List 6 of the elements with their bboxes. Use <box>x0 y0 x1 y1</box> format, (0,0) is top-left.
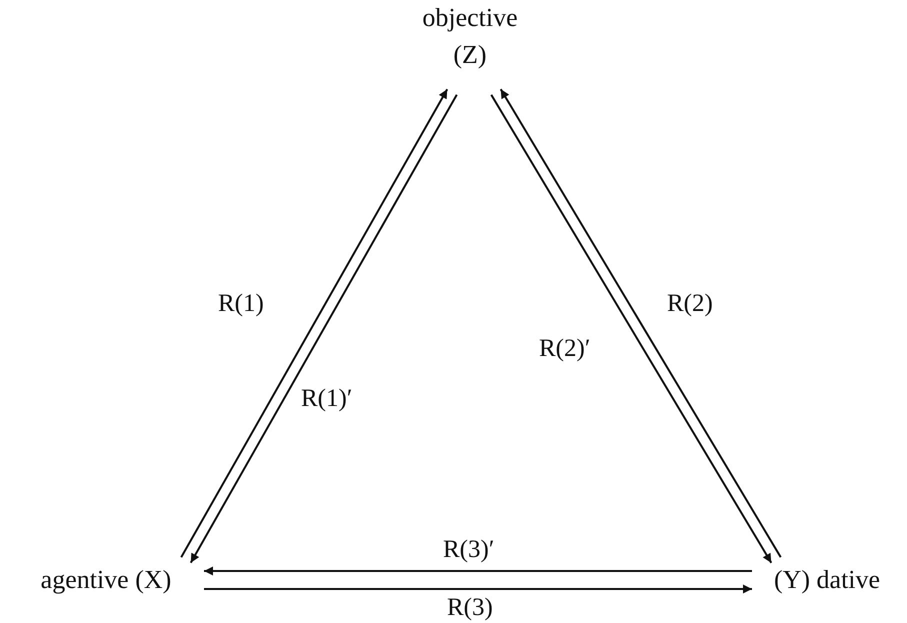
arrow <box>204 566 752 576</box>
node-label: objective <box>422 4 518 33</box>
arrow <box>204 584 752 594</box>
node-label: agentive (X) <box>40 566 172 594</box>
node-label: (Y) dative <box>774 566 880 594</box>
node-label: (Z) <box>453 40 487 70</box>
